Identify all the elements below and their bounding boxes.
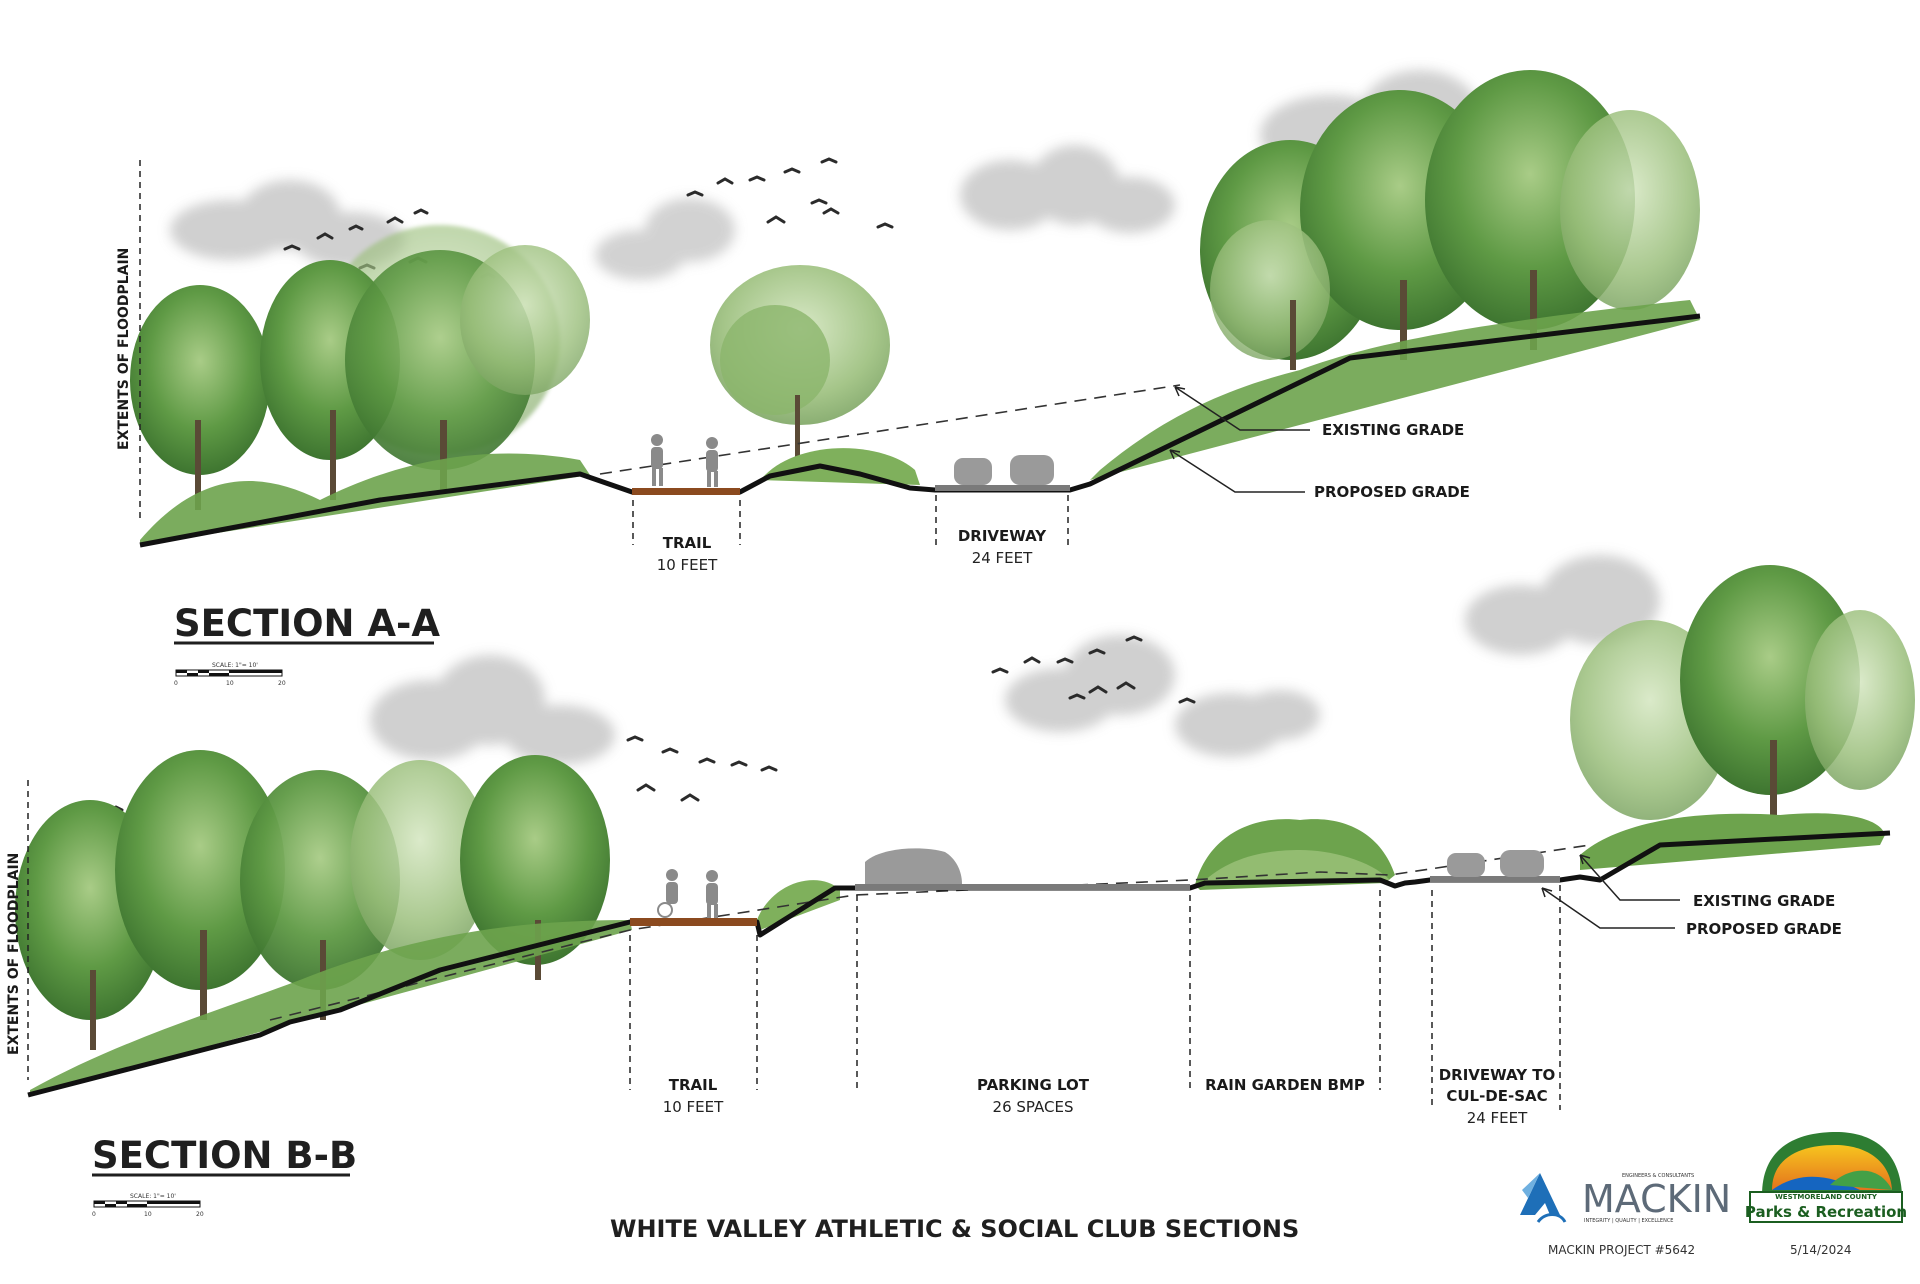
floodplain-label-a: EXTENTS OF FLOODPLAIN	[116, 248, 132, 450]
proposed-grade-line-b	[27, 830, 1891, 1098]
svg-text:0: 0	[92, 1211, 96, 1218]
sheet-date: 5/14/2024	[1790, 1243, 1852, 1257]
cloud-icon	[595, 198, 735, 280]
proposed-grade-label-a: PROPOSED GRADE	[1314, 483, 1470, 501]
tree-group-left-a	[130, 225, 590, 545]
floodplain-label-b: EXTENTS OF FLOODPLAIN	[6, 853, 22, 1055]
svg-text:10: 10	[226, 680, 234, 687]
parking-dim-b: 26 SPACES	[993, 1098, 1074, 1116]
proposed-grade-label-b: PROPOSED GRADE	[1686, 920, 1842, 938]
existing-grade-label-a: EXISTING GRADE	[1322, 421, 1464, 439]
driveway-surface-b	[1430, 876, 1560, 882]
dimension-lines-a	[139, 160, 1069, 545]
svg-text:10: 10	[144, 1211, 152, 1218]
existing-grade-line-b	[269, 844, 1591, 1021]
shrub-b	[755, 880, 840, 930]
svg-text:SCALE: 1"= 10': SCALE: 1"= 10'	[130, 1193, 176, 1200]
driveway-label-b-2: CUL-DE-SAC	[1446, 1087, 1547, 1105]
trail-dim-a: 10 FEET	[657, 556, 718, 574]
cloud-icon	[370, 655, 615, 765]
svg-text:INTEGRITY | QUALITY | EXCELLEN: INTEGRITY | QUALITY | EXCELLENCE	[1584, 1218, 1673, 1224]
trail-dim-b: 10 FEET	[663, 1098, 724, 1116]
tree-center-a	[710, 265, 920, 485]
car-icon	[865, 848, 1544, 884]
mackin-logo: MACKIN ENGINEERS & CONSULTANTS INTEGRITY…	[1520, 1173, 1731, 1224]
parking-surface-b	[855, 884, 1190, 890]
scale-bar-b: SCALE: 1"= 10' 0 10 20	[92, 1193, 204, 1218]
trail-surface-a	[632, 488, 740, 495]
cloud-icon	[960, 145, 1175, 233]
parking-label-b: PARKING LOT	[977, 1076, 1090, 1094]
trail-surface-b	[630, 918, 757, 926]
svg-text:WESTMORELAND COUNTY: WESTMORELAND COUNTY	[1775, 1193, 1878, 1201]
tree-group-left-b	[15, 750, 632, 1095]
driveway-surface-a	[935, 485, 1070, 491]
driveway-label-a: DRIVEWAY	[958, 527, 1047, 545]
existing-grade-line-a	[599, 384, 1181, 475]
car-icon	[954, 455, 1054, 485]
driveway-dim-a: 24 FEET	[972, 549, 1033, 567]
driveway-dim-b: 24 FEET	[1467, 1109, 1528, 1127]
pedestrian-icon	[651, 434, 718, 487]
section-b-graphics	[15, 555, 1915, 1110]
leader-arrows-a	[1169, 386, 1310, 493]
leader-arrows-b	[1541, 854, 1680, 929]
pedestrian-icon	[657, 869, 718, 918]
svg-text:MACKIN: MACKIN	[1582, 1177, 1731, 1221]
rain-garden-label-b: RAIN GARDEN BMP	[1205, 1076, 1365, 1094]
dimension-lines-b	[27, 780, 1561, 1110]
proposed-grade-line-a	[139, 313, 1701, 548]
parks-recreation-logo: WESTMORELAND COUNTY Parks & Recreation	[1745, 1132, 1907, 1223]
svg-text:20: 20	[196, 1211, 204, 1218]
driveway-label-b-1: DRIVEWAY TO	[1439, 1066, 1556, 1084]
svg-text:SCALE: 1"= 10': SCALE: 1"= 10'	[212, 662, 258, 669]
section-title-a: SECTION A-A	[174, 602, 440, 645]
cloud-icon	[1465, 555, 1660, 655]
svg-text:ENGINEERS & CONSULTANTS: ENGINEERS & CONSULTANTS	[1622, 1173, 1694, 1179]
tree-group-right-b	[1570, 565, 1915, 870]
existing-grade-label-b: EXISTING GRADE	[1693, 892, 1835, 910]
sheet-title: WHITE VALLEY ATHLETIC & SOCIAL CLUB SECT…	[610, 1215, 1299, 1243]
cloud-icon	[1005, 635, 1320, 757]
svg-text:Parks & Recreation: Parks & Recreation	[1745, 1203, 1907, 1221]
section-a-graphics	[130, 70, 1701, 548]
trail-label-a: TRAIL	[663, 534, 712, 552]
tree-group-right-a	[1090, 70, 1700, 480]
trail-label-b: TRAIL	[669, 1076, 718, 1094]
section-title-b: SECTION B-B	[92, 1134, 357, 1177]
project-number: MACKIN PROJECT #5642	[1548, 1243, 1695, 1257]
svg-text:20: 20	[278, 680, 286, 687]
scale-bar-a: SCALE: 1"= 10' 0 10 20	[174, 662, 286, 687]
cloud-icon	[170, 180, 405, 268]
svg-text:0: 0	[174, 680, 178, 687]
